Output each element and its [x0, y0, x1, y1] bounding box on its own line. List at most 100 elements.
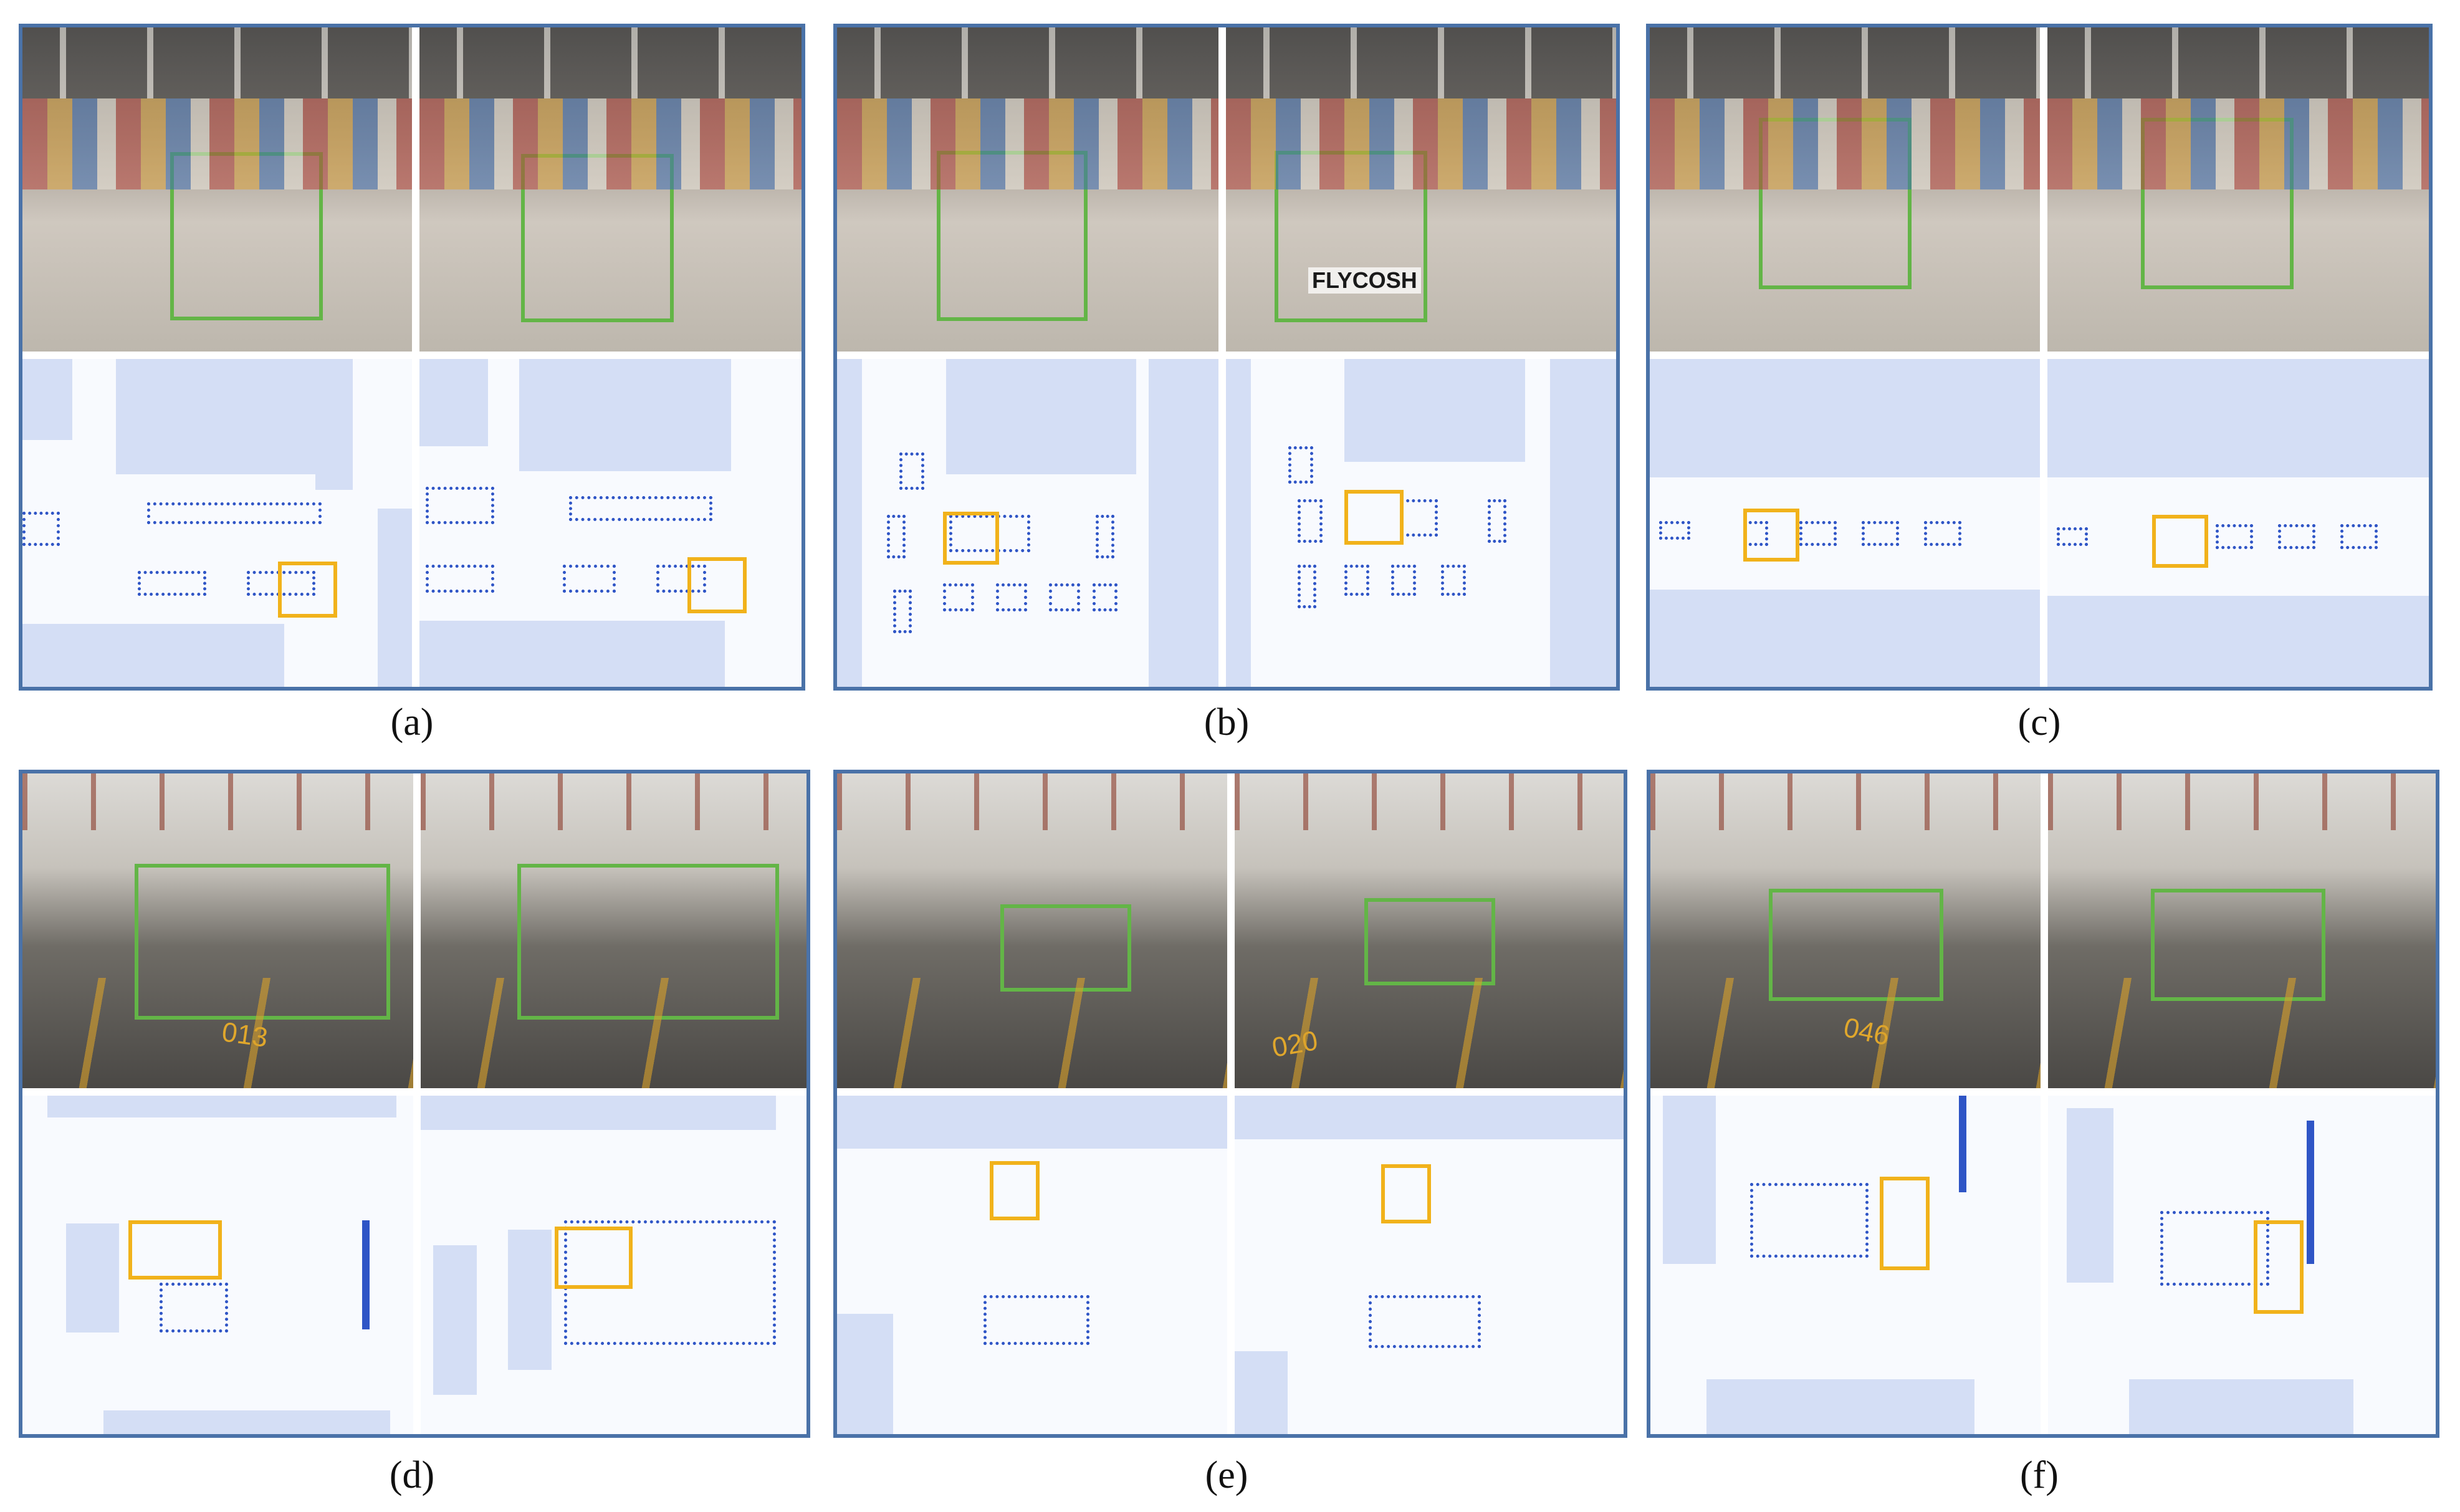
map-obstacle — [893, 590, 912, 633]
caption-d: (d) — [389, 1454, 435, 1496]
photo-a-left — [22, 27, 412, 352]
panel-c — [1646, 24, 2433, 691]
map-d-left — [22, 1096, 413, 1434]
yellow-box — [2152, 515, 2208, 568]
map-region — [378, 509, 412, 687]
yellow-box — [687, 557, 747, 613]
map-obstacle — [2057, 527, 2088, 546]
map-obstacle — [1049, 583, 1080, 611]
map-region — [508, 1230, 552, 1370]
map-obstacle — [1400, 499, 1438, 537]
map-obstacle — [22, 512, 60, 546]
map-obstacle — [147, 502, 322, 524]
photo-d-right — [421, 773, 806, 1088]
map-region — [519, 359, 731, 471]
yellow-box — [1743, 509, 1799, 562]
map-region — [116, 359, 322, 474]
map-region — [1650, 359, 2040, 477]
green-box — [1364, 898, 1495, 985]
map-obstacle — [2307, 1121, 2314, 1264]
map-region — [837, 359, 862, 687]
map-region — [2067, 1108, 2113, 1283]
caption-a: (a) — [390, 701, 434, 744]
map-obstacle — [1924, 521, 1961, 546]
map-region — [2047, 596, 2429, 687]
map-region — [22, 359, 72, 440]
map-obstacle — [1369, 1295, 1481, 1348]
green-box — [1000, 904, 1131, 992]
map-region — [1235, 1351, 1288, 1434]
map-obstacle — [563, 565, 616, 593]
green-box — [517, 864, 779, 1020]
map-obstacle — [564, 1220, 776, 1345]
map-obstacle — [996, 583, 1027, 611]
map-f-right — [2048, 1096, 2436, 1434]
yellow-box — [278, 562, 337, 618]
map-obstacle — [1799, 521, 1837, 546]
map-obstacle — [2216, 524, 2253, 549]
map-b-left — [837, 359, 1218, 687]
photo-f-left: 046 — [1650, 773, 2041, 1088]
map-c-right — [2047, 359, 2429, 687]
map-region — [2129, 1379, 2353, 1434]
yellow-box — [2254, 1220, 2304, 1314]
map-obstacle — [984, 1295, 1089, 1345]
map-region — [1663, 1096, 1716, 1264]
map-obstacle — [1298, 499, 1323, 543]
map-obstacle — [1391, 565, 1416, 596]
map-obstacle — [1488, 499, 1506, 543]
photo-c-right — [2047, 27, 2429, 352]
yellow-box — [128, 1220, 222, 1280]
map-obstacle — [943, 583, 974, 611]
map-region — [1149, 359, 1218, 687]
map-f-left — [1650, 1096, 2041, 1434]
photo-b-left — [837, 27, 1218, 352]
map-a-left — [22, 359, 412, 687]
panel-e: 020 — [833, 770, 1627, 1438]
green-box — [135, 864, 390, 1020]
photo-c-left — [1650, 27, 2040, 352]
map-obstacle — [656, 565, 706, 593]
panel-a — [19, 24, 805, 691]
map-c-left — [1650, 359, 2040, 687]
map-region — [837, 1314, 893, 1434]
yellow-box — [1381, 1164, 1431, 1223]
map-obstacle — [362, 1220, 370, 1329]
map-region — [22, 624, 284, 687]
map-region — [2047, 359, 2429, 477]
map-obstacle — [1298, 565, 1316, 608]
map-obstacle — [1288, 446, 1313, 484]
map-region — [66, 1223, 119, 1333]
map-obstacle — [1344, 565, 1369, 596]
map-obstacle — [426, 565, 494, 593]
map-region — [47, 1096, 396, 1117]
map-obstacle — [1862, 521, 1899, 546]
map-region — [1226, 359, 1251, 687]
map-e-right — [1235, 1096, 1624, 1434]
map-region — [419, 359, 488, 446]
green-box — [1769, 889, 1943, 1001]
green-box — [2141, 118, 2294, 289]
green-box — [937, 151, 1088, 321]
green-box — [170, 152, 323, 320]
panel-b: FLYCOSH — [833, 24, 1620, 691]
spot-number: 046 — [1840, 1012, 1892, 1052]
map-region — [433, 1245, 477, 1395]
photo-e-right: 020 — [1235, 773, 1624, 1088]
yellow-box — [943, 512, 999, 565]
map-obstacle — [138, 571, 206, 596]
yellow-box — [1344, 490, 1404, 545]
map-obstacle — [1959, 1096, 1966, 1192]
map-e-left — [837, 1096, 1227, 1434]
map-region — [419, 621, 725, 687]
green-box — [1275, 151, 1427, 322]
green-box — [1759, 118, 1912, 289]
map-region — [1235, 1096, 1624, 1139]
map-b-right — [1226, 359, 1616, 687]
map-obstacle — [1750, 1183, 1869, 1258]
map-obstacle — [949, 515, 1030, 552]
map-obstacle — [1096, 515, 1114, 558]
photo-d-left: 013 — [22, 773, 413, 1088]
spot-number: 020 — [1270, 1025, 1321, 1064]
map-obstacle — [887, 515, 906, 558]
